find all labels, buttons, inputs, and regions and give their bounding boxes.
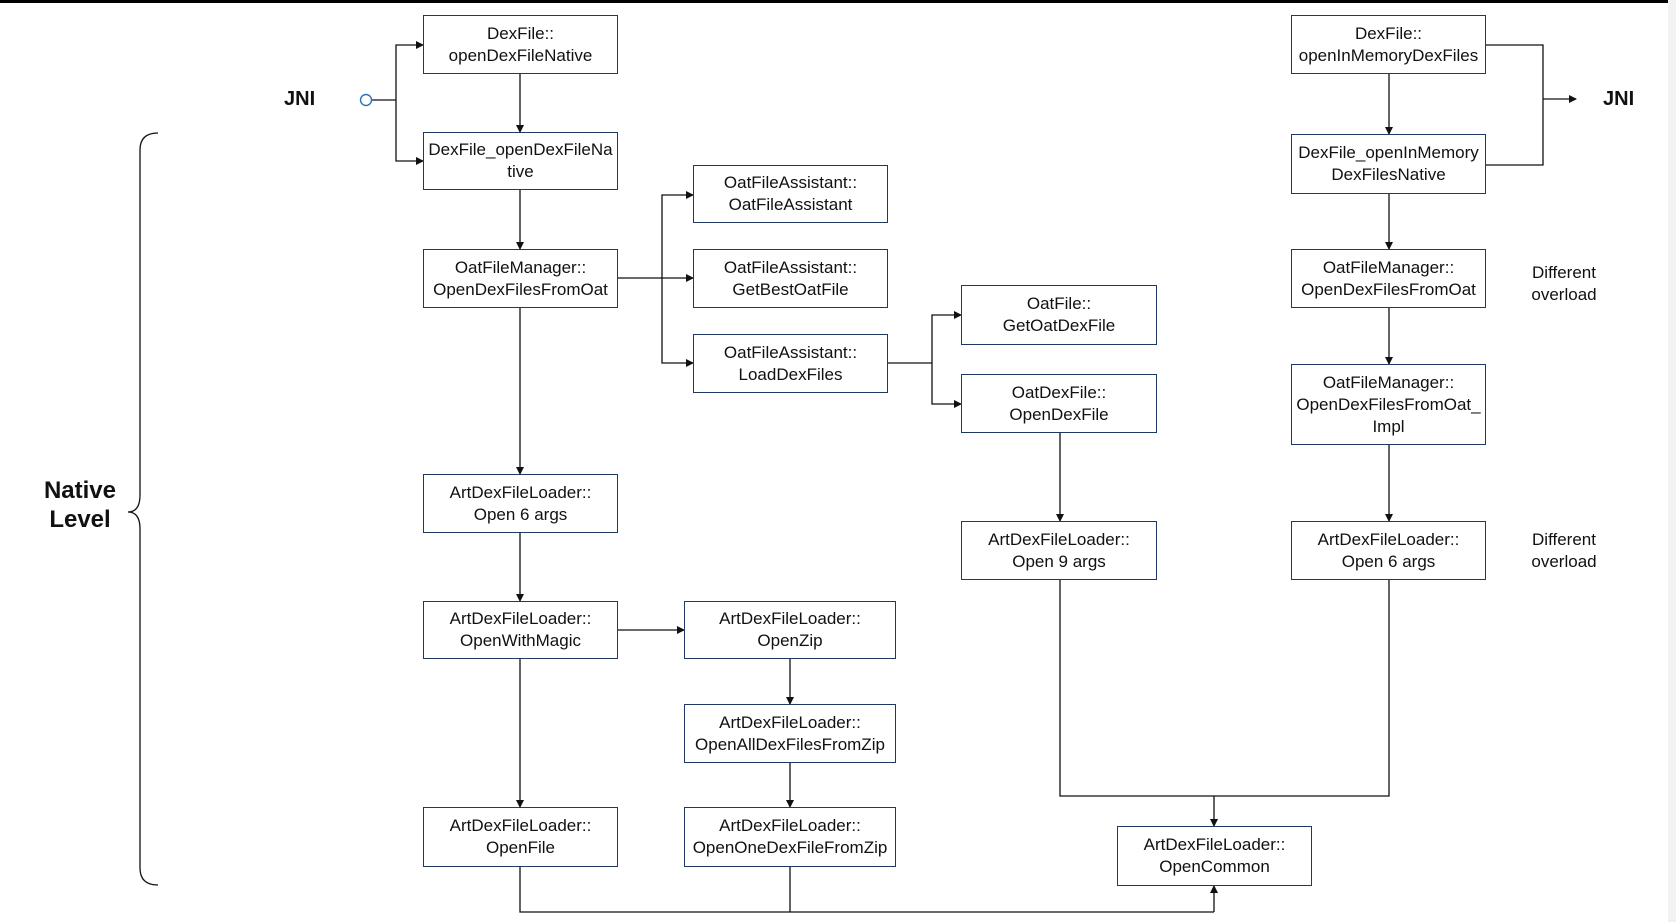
- jni-left-to-opendexfilenative: [395, 41, 424, 100]
- node-text-line: openInMemoryDexFiles: [1298, 45, 1479, 65]
- node-artdexfileloader-openzip: ArtDexFileLoader:: OpenZip: [684, 601, 896, 659]
- node-oatfile-getoatdexfile: OatFile:: GetOatDexFile: [961, 285, 1157, 345]
- node-text-line: ArtDexFileLoader::: [719, 816, 861, 835]
- node-dexfile-openinmemorydexfilesnative: DexFile_openInMemory DexFilesNative: [1291, 134, 1486, 194]
- node-text-line: OpenDexFile: [1009, 404, 1109, 424]
- node-text-line: OatFileManager::: [454, 257, 587, 277]
- node-text-line: OpenWithMagic: [460, 631, 581, 650]
- node-artdexfileloader-openalldexfilesfromzip: ArtDexFileLoader:: OpenAllDexFilesFromZi…: [684, 704, 896, 763]
- node-text-line: OpenDexFilesFromOat: [1301, 279, 1476, 299]
- node-text-line: Open 9 args: [1012, 551, 1106, 571]
- node-text-line: DexFile::: [486, 23, 555, 43]
- node-text-line: OpenDexFilesFromOat: [433, 279, 608, 299]
- node-text-line: ArtDexFileLoader::: [1143, 835, 1286, 854]
- overload-note-bottom: Different overload: [1522, 529, 1606, 573]
- node-text-line: OatFileAssistant: [728, 195, 853, 214]
- node-oatfilemanager-opendexfilesfromoat-impl: OatFileManager:: OpenDexFilesFromOat_ Im…: [1291, 364, 1486, 445]
- node-artdexfileloader-open9: ArtDexFileLoader:: Open 9 args: [961, 521, 1157, 580]
- node-artdexfileloader-openwithmagic: ArtDexFileLoader:: OpenWithMagic: [423, 601, 618, 659]
- node-oatfilemanager-opendexfilesfromoat-right: OatFileManager:: OpenDexFilesFromOat: [1291, 249, 1486, 308]
- native-level-line: Level: [49, 506, 111, 533]
- node-artdexfileloader-opencommon: ArtDexFileLoader:: OpenCommon: [1117, 826, 1312, 886]
- jni-right-label: JNI: [1603, 88, 1635, 110]
- native-level-line: Native: [43, 477, 117, 504]
- node-text-line: OatFileManager::: [1322, 257, 1455, 277]
- node-text-line: tive: [507, 162, 534, 181]
- node-text-line: ArtDexFileLoader::: [1317, 529, 1460, 549]
- node-text-line: Impl: [1372, 416, 1405, 436]
- edge-open6-right-to-common: [1214, 580, 1390, 797]
- node-artdexfileloader-openfile: ArtDexFileLoader:: OpenFile: [423, 807, 618, 867]
- node-oatfileassistant-ctor: OatFileAssistant:: OatFileAssistant: [693, 165, 888, 223]
- node-text-line: DexFile::: [1354, 23, 1423, 43]
- node-text-line: DexFile_openInMemory: [1298, 143, 1479, 162]
- overload-note-line: Different: [1532, 263, 1596, 282]
- top-border: [0, 0, 1676, 3]
- node-text-line: OpenZip: [757, 631, 823, 650]
- node-text-line: OatFileAssistant::: [723, 257, 858, 277]
- node-dexfile-openinmemorydexfiles: DexFile:: openInMemoryDexFiles: [1291, 15, 1486, 74]
- node-text-line: OatFileAssistant::: [723, 173, 858, 192]
- node-oatfilemanager-opendexfilesfromoat: OatFileManager:: OpenDexFilesFromOat: [423, 249, 618, 308]
- edge-open9-to-common: [1059, 580, 1214, 797]
- native-level-label: Native Level: [40, 476, 120, 534]
- node-oatfileassistant-loaddexfiles: OatFileAssistant:: LoadDexFiles: [693, 334, 888, 393]
- node-text-line: OpenFile: [486, 838, 555, 857]
- node-text-line: ArtDexFileLoader::: [449, 816, 592, 835]
- node-text-line: OatFile::: [1026, 294, 1092, 313]
- node-text-line: ArtDexFileLoader::: [988, 529, 1130, 549]
- node-text-line: ArtDexFileLoader::: [449, 482, 592, 502]
- node-text-line: openDexFileNative: [448, 45, 593, 65]
- edge-to-loaddexfiles: [661, 278, 694, 367]
- jni-left-label: JNI: [284, 88, 316, 110]
- node-artdexfileloader-open6-left: ArtDexFileLoader:: Open 6 args: [423, 474, 618, 533]
- node-text-line: OatDexFile::: [1011, 382, 1107, 402]
- node-dexfile-opendexfilenative: DexFile:: openDexFileNative: [423, 15, 618, 74]
- jni-left-to-dexfile-native: [395, 100, 424, 165]
- node-oatdexfile-opendexfile: OatDexFile:: OpenDexFile: [961, 374, 1157, 433]
- node-text-line: OpenDexFilesFromOat_: [1296, 394, 1481, 414]
- node-text-line: OatFileManager::: [1322, 372, 1455, 392]
- node-text-line: ArtDexFileLoader::: [449, 609, 592, 628]
- node-text-line: Open 6 args: [473, 504, 568, 524]
- overload-note-line: overload: [1531, 285, 1597, 304]
- native-level-brace: [127, 132, 159, 886]
- edge-to-oatdexfile-open: [931, 363, 962, 408]
- overload-note-line: overload: [1531, 552, 1597, 571]
- node-text-line: GetOatDexFile: [1002, 316, 1116, 335]
- node-dexfile-opendexfilenative-impl: DexFile_openDexFileNa tive: [423, 132, 618, 190]
- node-text-line: OpenOneDexFileFromZip: [692, 838, 888, 857]
- node-text-line: GetBestOatFile: [732, 279, 849, 299]
- edge-openfile-to-common-bottom: [519, 867, 1214, 913]
- right-edge-strip: [1668, 0, 1676, 922]
- node-text-line: LoadDexFiles: [738, 364, 843, 384]
- node-text-line: OpenAllDexFilesFromZip: [695, 734, 885, 754]
- node-text-line: DexFile_openDexFileNa: [428, 140, 613, 159]
- node-text-line: DexFilesNative: [1331, 165, 1446, 184]
- overload-note-top: Different overload: [1522, 262, 1606, 306]
- overload-note-line: Different: [1532, 530, 1596, 549]
- node-text-line: OpenCommon: [1159, 857, 1270, 876]
- edge-to-getoatdexfile: [931, 311, 962, 363]
- node-oatfileassistant-getbestoatfile: OatFileAssistant:: GetBestOatFile: [693, 249, 888, 308]
- edge-to-assistant-ctor: [661, 191, 694, 278]
- node-artdexfileloader-openonedexfilefromzip: ArtDexFileLoader:: OpenOneDexFileFromZip: [684, 807, 896, 867]
- node-text-line: OatFileAssistant::: [723, 342, 858, 362]
- node-artdexfileloader-open6-right: ArtDexFileLoader:: Open 6 args: [1291, 521, 1486, 580]
- node-text-line: Open 6 args: [1341, 551, 1436, 571]
- jni-right-bracket: [1486, 44, 1544, 166]
- node-text-line: ArtDexFileLoader::: [719, 609, 861, 628]
- node-text-line: ArtDexFileLoader::: [719, 712, 861, 732]
- jni-left-port: [359, 93, 373, 107]
